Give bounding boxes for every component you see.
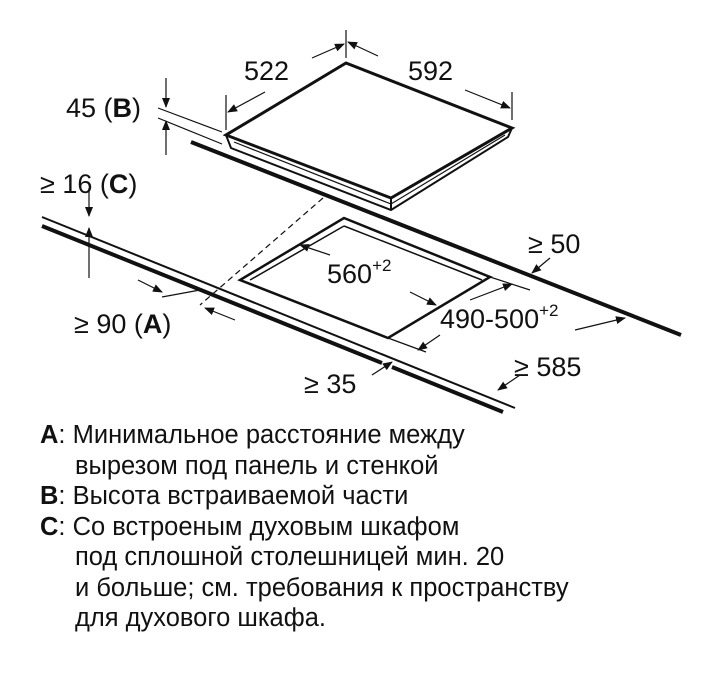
- worktop-rear-edge: [190, 140, 682, 337]
- dim-wall-distance: ≥ 90 (A): [74, 309, 171, 339]
- dim-hob-width: 592: [408, 56, 453, 86]
- dim-worktop-depth: ≥ 585: [514, 352, 581, 382]
- legend-key: B: [40, 482, 59, 510]
- installation-diagram: 522 592 45 (B) ≥ 16 (C) 560+2 ≥ 50 490-5…: [40, 30, 682, 414]
- legend-text: и больше; см. требования к пространству: [75, 573, 569, 602]
- legend-text: для духового шкафа.: [75, 604, 326, 632]
- dim-cutout-depth: 490-500+2: [440, 301, 558, 334]
- dim-rear-gap: ≥ 50: [528, 229, 580, 259]
- legend-text: Высота встраиваемой части: [72, 482, 409, 510]
- legend-item-b: B: Высота встраиваемой части: [40, 482, 409, 510]
- legend-key: A: [40, 421, 59, 449]
- dim-worktop-thickness: ≥ 16 (C): [40, 169, 137, 199]
- hob: [222, 61, 516, 212]
- dim-cutout-width: 560+2: [327, 256, 391, 289]
- legend-text: Минимальное расстояние между: [72, 421, 465, 449]
- worktop-front-edge-bottom: [41, 224, 504, 414]
- legend: A: Минимальное расстояние между вырезом …: [40, 420, 569, 634]
- legend-item-c: C: Со встроеным духовым шкафом: [40, 512, 460, 541]
- dim-built-in-height: 45 (B): [66, 93, 141, 123]
- worktop-front-edge-top: [41, 216, 516, 409]
- legend-item-a: A: Минимальное расстояние между: [40, 421, 465, 449]
- dimension-lines: [85, 30, 626, 391]
- dim-hob-depth: 522: [244, 56, 289, 86]
- dashed-guide: [199, 197, 324, 306]
- legend-text: Со встроеным духовым шкафом: [72, 512, 460, 541]
- legend-text: под сплошной столешницей мин. 20: [75, 543, 505, 571]
- legend-text: вырезом под панель и стенкой: [75, 451, 439, 480]
- legend-key: C: [40, 512, 59, 541]
- dim-front-gap: ≥ 35: [304, 369, 356, 399]
